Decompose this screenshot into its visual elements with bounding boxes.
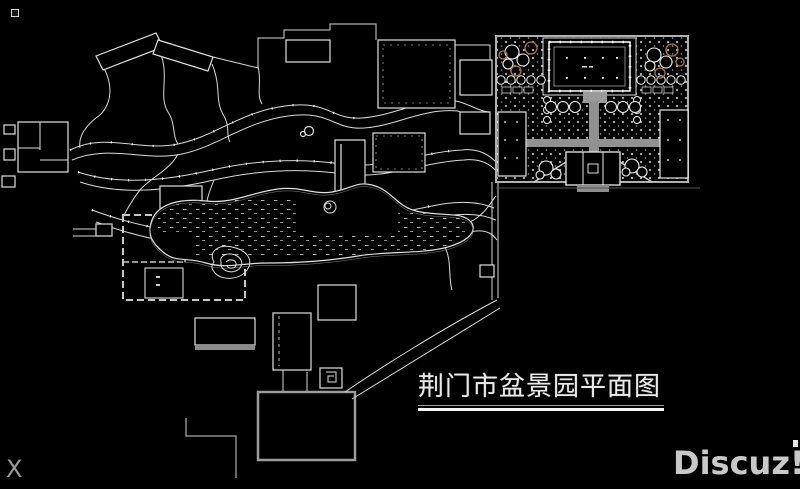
roads bbox=[185, 299, 501, 478]
shrub-rows bbox=[496, 75, 686, 124]
boundary-road bbox=[185, 418, 237, 478]
tree-cluster-white bbox=[502, 44, 673, 180]
title-underline-thin bbox=[418, 405, 664, 406]
formal-courtyard bbox=[495, 35, 700, 192]
discuz-watermark: Discuz! bbox=[673, 444, 800, 482]
cross-path-vertical bbox=[589, 101, 599, 159]
tree-cluster-tan bbox=[498, 41, 685, 79]
x-axis-label: X bbox=[6, 455, 23, 483]
view-marker-icon bbox=[11, 9, 19, 17]
drawing-title: 荆门市盆景园平面图 bbox=[418, 372, 662, 402]
west-pavilion bbox=[497, 111, 527, 177]
drawing-title-block: 荆门市盆景园平面图 bbox=[418, 366, 670, 411]
gate-building bbox=[565, 151, 621, 186]
water-texture bbox=[158, 200, 468, 258]
title-underline-thick bbox=[418, 408, 664, 411]
east-pavilion bbox=[659, 109, 689, 179]
buildings bbox=[1, 32, 495, 462]
pond bbox=[149, 183, 474, 269]
right-edge-tick-icon bbox=[793, 440, 798, 447]
rock-garden bbox=[211, 200, 337, 279]
pool-steps bbox=[583, 92, 607, 103]
